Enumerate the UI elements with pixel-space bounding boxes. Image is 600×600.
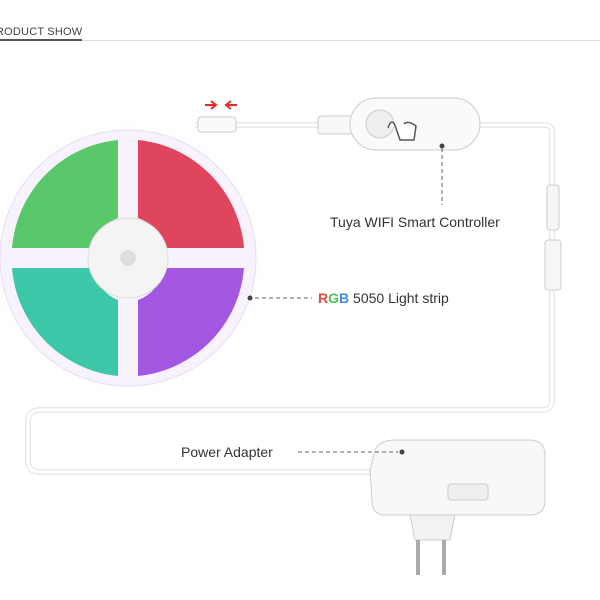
controller-label: Tuya WIFI Smart Controller — [330, 214, 500, 230]
strip-label-r: R — [318, 290, 329, 306]
light-strip-label: RGB 5050 Light strip — [318, 290, 449, 306]
title-underline — [0, 39, 82, 41]
strip-label-rest: 5050 Light strip — [349, 290, 449, 306]
adapter-label: Power Adapter — [181, 444, 273, 460]
inline-connector — [544, 184, 562, 291]
led-strip-reel — [0, 118, 268, 398]
divider — [0, 40, 600, 41]
section-title: RODUCT SHOW — [0, 26, 83, 38]
strip-label-b: B — [339, 290, 350, 306]
wifi-controller — [317, 97, 481, 205]
power-adapter — [298, 439, 546, 575]
strip-label-g: G — [328, 290, 340, 306]
connector-arrows-icon — [197, 100, 237, 133]
